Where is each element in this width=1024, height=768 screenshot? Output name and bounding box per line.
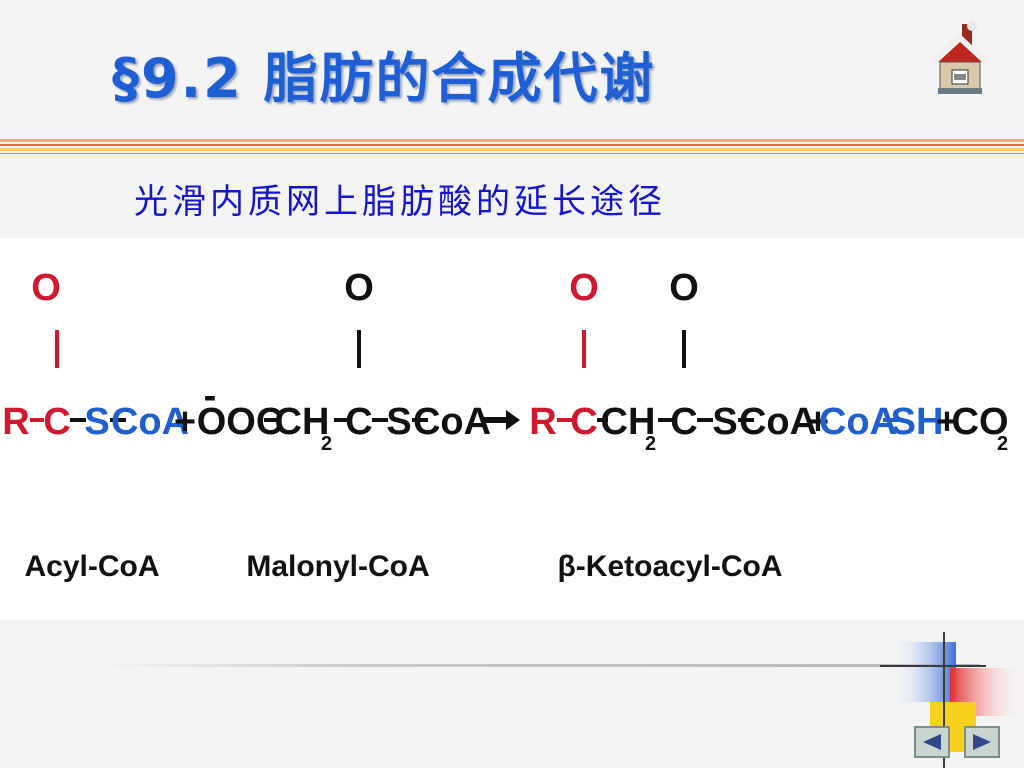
header-rule [0, 139, 1024, 142]
keto-sulfur: S [712, 401, 737, 443]
keto-coa: CoA [739, 401, 817, 443]
header-rule [0, 153, 1024, 154]
malonyl-oxygen: O [344, 267, 374, 309]
corner-decoration [880, 632, 1024, 768]
co2-subscript: 2 [997, 433, 1008, 455]
acyl-carbon: C [43, 401, 70, 443]
malonyl-sulfur: S [386, 401, 411, 443]
footer-rule [100, 664, 980, 667]
malonyl-carbon: C [345, 401, 372, 443]
reaction-arrow-head [506, 410, 520, 430]
acyl-coa: CoA [111, 401, 189, 443]
co2: CO [952, 401, 1009, 443]
triangle-right-icon [973, 734, 991, 750]
keto-ch: CH [601, 401, 656, 443]
keto-carbon-1: C [570, 401, 597, 443]
header-rule [0, 148, 1024, 151]
reaction-panel: O R C S CoA + - OOC CH 2 O C S CoA R O C… [0, 238, 1024, 620]
prev-slide-button[interactable] [914, 726, 950, 758]
keto-carbon-2: C [670, 401, 697, 443]
malonyl-ch: CH [275, 401, 330, 443]
acyl-r: R [2, 401, 29, 443]
label-malonyl-coa: Malonyl-CoA [246, 550, 429, 583]
house-icon[interactable] [928, 18, 992, 96]
slide-subtitle: 光滑内质网上脂肪酸的延长途径 [134, 182, 666, 222]
malonyl-charge: - [204, 375, 217, 417]
keto-oxygen-1: O [569, 267, 599, 309]
reaction-diagram: O R C S CoA + - OOC CH 2 O C S CoA R O C… [2, 267, 1009, 583]
keto-oxygen-2: O [669, 267, 699, 309]
triangle-left-icon [923, 734, 941, 750]
slide-title: §9.2 脂肪的合成代谢 [112, 47, 656, 110]
malonyl-coa: CoA [413, 401, 491, 443]
label-ketoacyl-coa: β-Ketoacyl-CoA [558, 550, 783, 583]
malonyl-subscript: 2 [321, 433, 332, 455]
plus-sign: + [936, 401, 958, 443]
acyl-sulfur: S [84, 401, 109, 443]
keto-subscript: 2 [645, 433, 656, 455]
coash-sh: SH [891, 401, 944, 443]
plus-sign: + [174, 401, 196, 443]
plus-sign: + [807, 401, 829, 443]
next-slide-button[interactable] [964, 726, 1000, 758]
header-rule [0, 144, 1024, 146]
label-acyl-coa: Acyl-CoA [24, 550, 159, 583]
acyl-oxygen: O [31, 267, 61, 309]
keto-r: R [529, 401, 556, 443]
slide-header: §9.2 脂肪的合成代谢 [0, 0, 1024, 140]
